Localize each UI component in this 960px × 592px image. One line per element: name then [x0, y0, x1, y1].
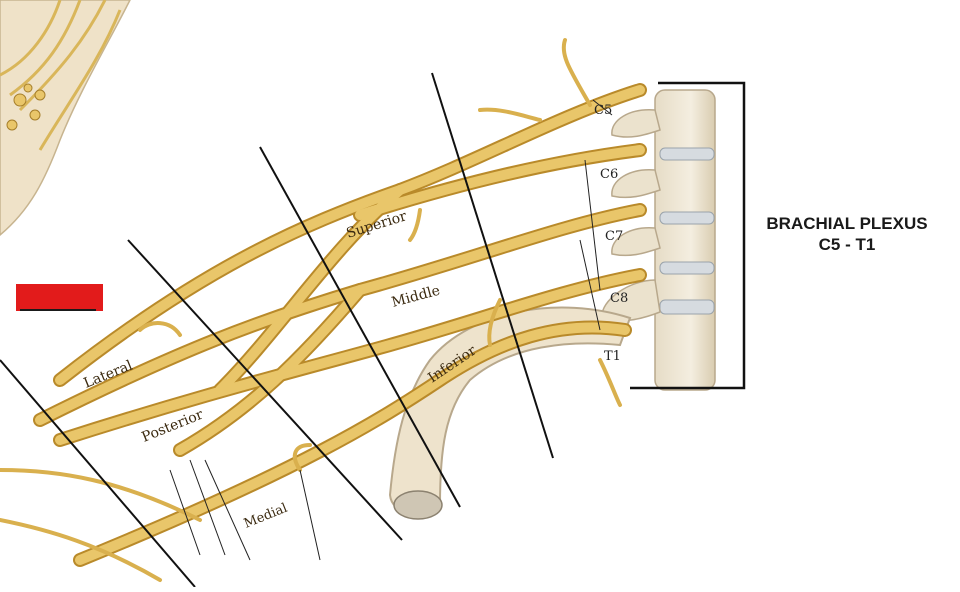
plexus-bracket [630, 81, 746, 390]
vertebral-column [601, 89, 716, 391]
hand-illustration [0, 0, 131, 236]
root-label-t1: T1 [604, 349, 621, 364]
pointer-lines [169, 99, 613, 561]
root-label-c7: C7 [605, 229, 623, 244]
plexus-title: BRACHIAL PLEXUS C5 - T1 [744, 213, 950, 255]
plexus-title-line1: BRACHIAL PLEXUS [766, 214, 928, 233]
leader-lines [0, 72, 554, 588]
root-label-c5: C5 [594, 103, 612, 118]
root-label-c8: C8 [610, 291, 628, 306]
leader-line [127, 239, 403, 541]
leader-line [259, 146, 461, 508]
nerve-trunks [0, 38, 647, 582]
middle-trunk-label: Middle [390, 283, 442, 311]
leader-line [431, 72, 554, 459]
answer-underline [20, 309, 96, 311]
plexus-title-line2: C5 - T1 [818, 235, 876, 254]
hidden-answer-box[interactable] [16, 284, 103, 311]
root-label-c6: C6 [600, 167, 618, 182]
medial-cord-label: Medial [242, 501, 290, 532]
leader-line [0, 359, 196, 588]
root-labels: C5 C6 C7 C8 T1 [594, 103, 628, 364]
